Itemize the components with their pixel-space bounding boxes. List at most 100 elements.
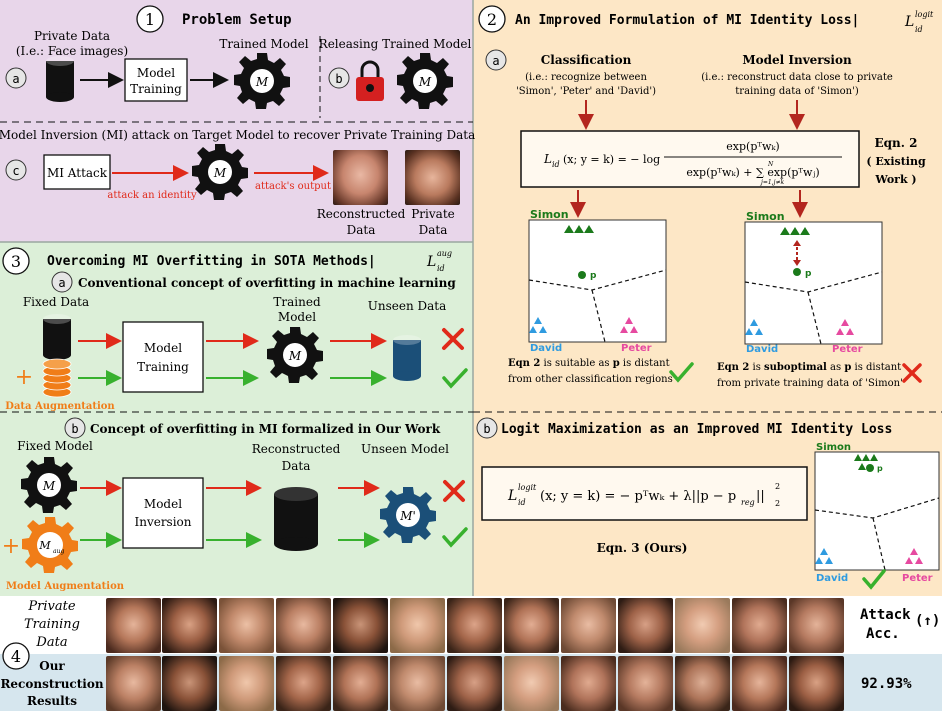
- panel3a-cross-icon: [442, 328, 464, 350]
- model-training-box: [124, 58, 188, 102]
- private-data-cylinder-icon: [46, 56, 74, 102]
- aug-gear-label: M: [38, 539, 51, 552]
- released-gear-center: [413, 69, 437, 93]
- attack-label-2: Acc.: [866, 626, 900, 642]
- panel2-number: 2: [487, 10, 497, 29]
- eqn3-lhs-sub: id: [518, 498, 526, 507]
- panel2-marker-a: [485, 49, 507, 71]
- reconstructed-face-image: [504, 656, 559, 711]
- panel3b-title: Concept of overfitting in MI formalized …: [90, 422, 441, 436]
- private-data-label-1: Private Data: [34, 29, 110, 43]
- classification-desc-1: (i.e.: recognize between: [525, 72, 647, 83]
- private-training-2: Training: [24, 617, 80, 632]
- panel1-marker-a: [5, 67, 27, 89]
- eqn2-lhs-args: (x; y = k) = − log: [563, 153, 660, 166]
- data-aug-label: Data Augmentation: [5, 401, 115, 412]
- panel3-title-math-sub: id: [437, 264, 445, 273]
- ours-plot-peter: Peter: [902, 573, 933, 584]
- ours-decision-plot: [814, 451, 940, 571]
- private-face-image: [333, 598, 388, 653]
- panel3a-training-1: Model: [144, 341, 182, 355]
- fixed-data-label: Fixed Data: [23, 295, 89, 309]
- eqn2-lhs-sub: id: [552, 160, 560, 169]
- eqn3-rhs: (x; y = k) = − pᵀwₖ + λ||p − p: [540, 489, 736, 504]
- fixed-gear-label: M: [42, 479, 56, 493]
- classification-title: Classification: [541, 53, 632, 67]
- panel2-number-circle: [478, 5, 506, 33]
- panel1-marker-a-label: a: [12, 72, 19, 86]
- model-aug-plus: +: [2, 534, 20, 559]
- right-decision-plot: [744, 221, 883, 345]
- inversion-desc-2: training data of 'Simon'): [735, 86, 859, 97]
- right-plot-peter: Peter: [832, 344, 863, 355]
- left-decision-plot: [528, 219, 667, 343]
- reconstructed-face-image: [789, 656, 844, 711]
- reconstructed-face-image: [732, 656, 787, 711]
- ours-p-label: p: [877, 464, 883, 473]
- panel3a-check-icon: [442, 368, 468, 389]
- panel3-title-math: L: [426, 254, 436, 270]
- reconstructed-face-image: [390, 656, 445, 711]
- target-gear-center: [208, 160, 232, 184]
- panel3-marker-b: [64, 417, 86, 439]
- unseen-model-label: Unseen Model: [361, 442, 449, 456]
- private-data-label-2: (I.e.: Face images): [16, 44, 128, 58]
- private-face-image: [618, 598, 673, 653]
- released-gear-label: M: [418, 75, 432, 89]
- reconstructed-label-2: Data: [347, 223, 376, 237]
- ours-p-point: [866, 464, 874, 472]
- existing-work-2: Work ): [874, 173, 916, 186]
- panel2-marker-b: [476, 417, 498, 439]
- private-face-image: [789, 598, 844, 653]
- inversion-desc-1: (i.e.: reconstruct data close to private: [701, 72, 893, 83]
- right-cross-icon: [902, 363, 922, 383]
- right-plot-david: David: [746, 344, 778, 355]
- model-inversion-1: Model: [144, 497, 182, 511]
- reconstructed-face-image: [618, 656, 673, 711]
- panel1-marker-b: [328, 67, 350, 89]
- releasing-model-label: Releasing Trained Model: [319, 37, 472, 51]
- left-p-point: [578, 271, 586, 279]
- right-p-point: [793, 268, 801, 276]
- gear-label: M: [255, 75, 269, 89]
- panel3-title-math-sup: aug: [437, 249, 452, 258]
- model-inversion-2: Inversion: [134, 515, 191, 529]
- unseen-data-cylinder-icon: [393, 335, 421, 381]
- attack-label-1: Attack: [860, 607, 911, 623]
- panel3-title: Overcoming MI Overfitting in SOTA Method…: [47, 254, 376, 269]
- right-simon-points: [780, 227, 810, 235]
- right-boundary-2: [807, 291, 822, 345]
- panel1-background: [0, 0, 473, 242]
- our-results-3: Results: [27, 694, 77, 708]
- left-david-points: [529, 317, 547, 333]
- right-caption-2: from private training data of 'Simon': [717, 378, 903, 389]
- panel1-private-face-image: [405, 150, 460, 205]
- right-peter-points: [836, 319, 854, 335]
- panel3b-check-icon: [442, 527, 468, 548]
- model-training-label-2: Training: [130, 82, 182, 96]
- eqn2-denominator: exp(pᵀwₖ) + ∑ exp(pᵀwⱼ): [686, 166, 819, 179]
- ours-boundary-2: [872, 517, 886, 571]
- aug-gear-sub: aug: [53, 548, 64, 555]
- our-results-2: Reconstruction: [0, 677, 103, 691]
- mi-attack-caption: Model Inversion (MI) attack on Target Mo…: [0, 128, 475, 142]
- left-caption-2: from other classification regions: [508, 374, 673, 385]
- panel2-marker-b-label: b: [483, 422, 490, 436]
- panel3a-title: Conventional concept of overfitting in m…: [78, 276, 456, 290]
- private-label-1: Private: [411, 207, 455, 221]
- eqn3-lhs-sup: logit: [518, 483, 537, 492]
- ours-plot-david: David: [816, 573, 848, 584]
- private-face-image: [675, 598, 730, 653]
- panel4-number-circle: [2, 642, 30, 670]
- panel2b-title: Logit Maximization as an Improved MI Ide…: [501, 422, 892, 437]
- unseen-data-label: Unseen Data: [368, 299, 447, 313]
- mi-attack-box: [43, 154, 111, 190]
- fixed-data-cylinder-icon: [43, 314, 71, 360]
- panel3-number: 3: [11, 252, 21, 271]
- eqn3-tail: ||: [756, 489, 765, 504]
- eqn2-sum-bottom: j=1,j≠k: [759, 179, 785, 186]
- reconstructed-face-image: [561, 656, 616, 711]
- reconstructed-face-image: [162, 656, 217, 711]
- mi-attack-box-label: MI Attack: [47, 166, 108, 180]
- private-label-2: Data: [419, 223, 448, 237]
